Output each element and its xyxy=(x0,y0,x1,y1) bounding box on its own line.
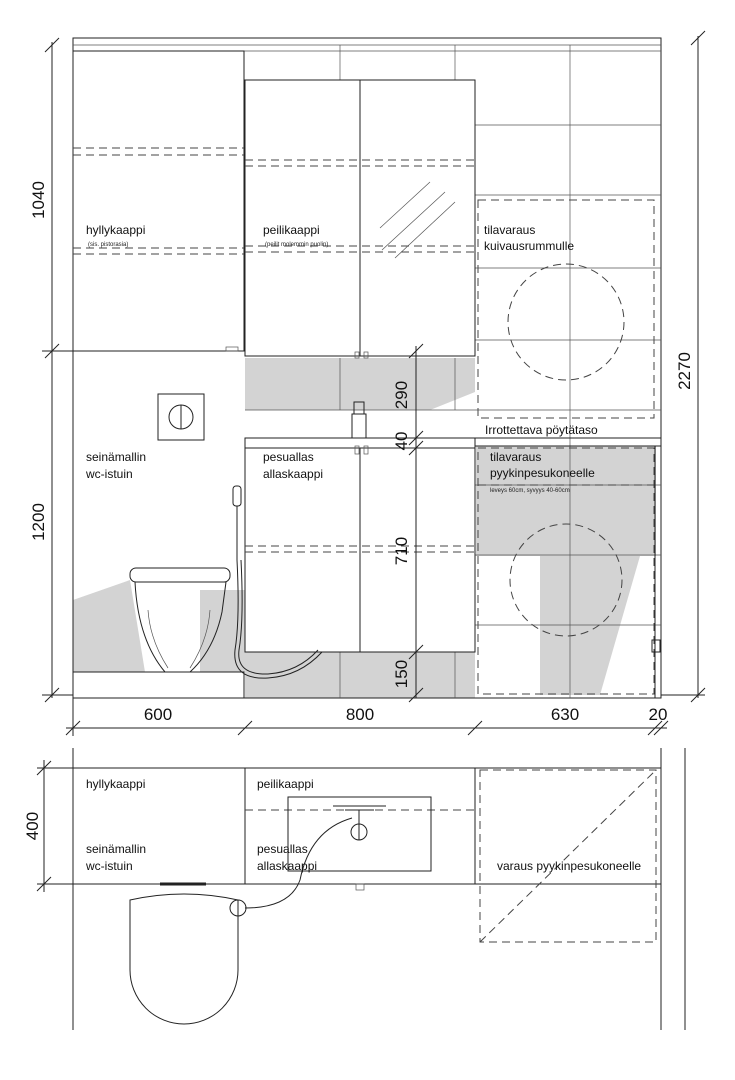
shadow-wc-right xyxy=(200,590,245,672)
label-dryer-1: tilavaraus xyxy=(484,223,535,237)
washer-space xyxy=(477,447,655,695)
dim-vertical-mid xyxy=(408,343,424,703)
label-sink-1: pesuallas xyxy=(263,450,314,464)
dim-630: 630 xyxy=(551,705,579,724)
label-mirror-cabinet-note: (peilit molemmin puolin) xyxy=(265,242,328,248)
dim-2270: 2270 xyxy=(675,352,694,390)
plan-label-wc-1: seinämallin xyxy=(86,842,146,856)
tile-grid xyxy=(245,45,661,698)
plan-dim-400: 400 xyxy=(23,812,42,840)
plan-label-mirror-cabinet: peilikaappi xyxy=(257,777,314,791)
label-sink-2: allaskaappi xyxy=(263,467,323,481)
plan-wc-bowl xyxy=(129,893,239,1025)
plan-view: hyllykaappi peilikaappi seinämallin wc-i… xyxy=(23,748,686,1030)
shelf-cabinet xyxy=(72,50,245,352)
plan-washer-space xyxy=(479,769,657,943)
dim-vertical-right xyxy=(661,30,706,703)
flush-plate xyxy=(157,393,205,441)
shadow-washer xyxy=(476,446,656,556)
plan-dim-depth xyxy=(36,760,73,892)
dim-40: 40 xyxy=(392,432,411,451)
plan-hose xyxy=(244,817,353,909)
dim-vertical-left xyxy=(42,37,73,703)
shadow-wc xyxy=(73,580,145,672)
dim-horizontal xyxy=(65,698,669,736)
plan-sink-basin xyxy=(287,796,432,872)
dim-1200: 1200 xyxy=(29,503,48,541)
dim-1040: 1040 xyxy=(29,181,48,219)
label-countertop: Irrottettava pöytätaso xyxy=(485,423,598,437)
label-dryer-2: kuivausrummulle xyxy=(484,239,574,253)
bidet-hose xyxy=(232,485,323,679)
dim-290: 290 xyxy=(392,381,411,409)
mirror-reflection-lines xyxy=(379,181,456,259)
plan-label-washer: varaus pyykinpesukoneelle xyxy=(497,859,641,873)
shadow-mirror xyxy=(245,358,475,410)
plan-label-sink-1: pesuallas xyxy=(257,842,308,856)
wc-floor-block xyxy=(72,671,245,699)
label-wc-2: wc-istuin xyxy=(85,467,133,481)
dim-600: 600 xyxy=(144,705,172,724)
shadow-washer-low xyxy=(540,556,640,695)
faucet-icon xyxy=(351,401,367,439)
dim-710: 710 xyxy=(392,537,411,565)
label-washer-2: pyykinpesukoneelle xyxy=(490,466,595,480)
label-washer-1: tilavaraus xyxy=(490,450,541,464)
dim-800: 800 xyxy=(346,705,374,724)
countertop-sink xyxy=(244,437,476,449)
label-shelf-cabinet-note: (sis. pistorasia) xyxy=(88,242,128,248)
elevation-view: hyllykaappi (sis. pistorasia) peilikaapp… xyxy=(29,30,706,736)
plan-label-shelf-cabinet: hyllykaappi xyxy=(86,777,145,791)
label-washer-note: leveys 60cm, syvyys 40-60cm xyxy=(490,488,570,494)
washer-drum xyxy=(509,523,623,637)
plan-label-sink-2: allaskaappi xyxy=(257,859,317,873)
dryer-drum xyxy=(507,263,625,381)
dim-20: 20 xyxy=(649,705,668,724)
dryer-space xyxy=(477,199,655,419)
dim-150: 150 xyxy=(392,660,411,688)
label-shelf-cabinet: hyllykaappi xyxy=(86,223,145,237)
label-mirror-cabinet: peilikaappi xyxy=(263,223,320,237)
label-wc-1: seinämallin xyxy=(86,450,146,464)
plan-label-wc-2: wc-istuin xyxy=(85,859,133,873)
wall-outline xyxy=(72,37,662,699)
shadow-sink xyxy=(245,652,475,698)
